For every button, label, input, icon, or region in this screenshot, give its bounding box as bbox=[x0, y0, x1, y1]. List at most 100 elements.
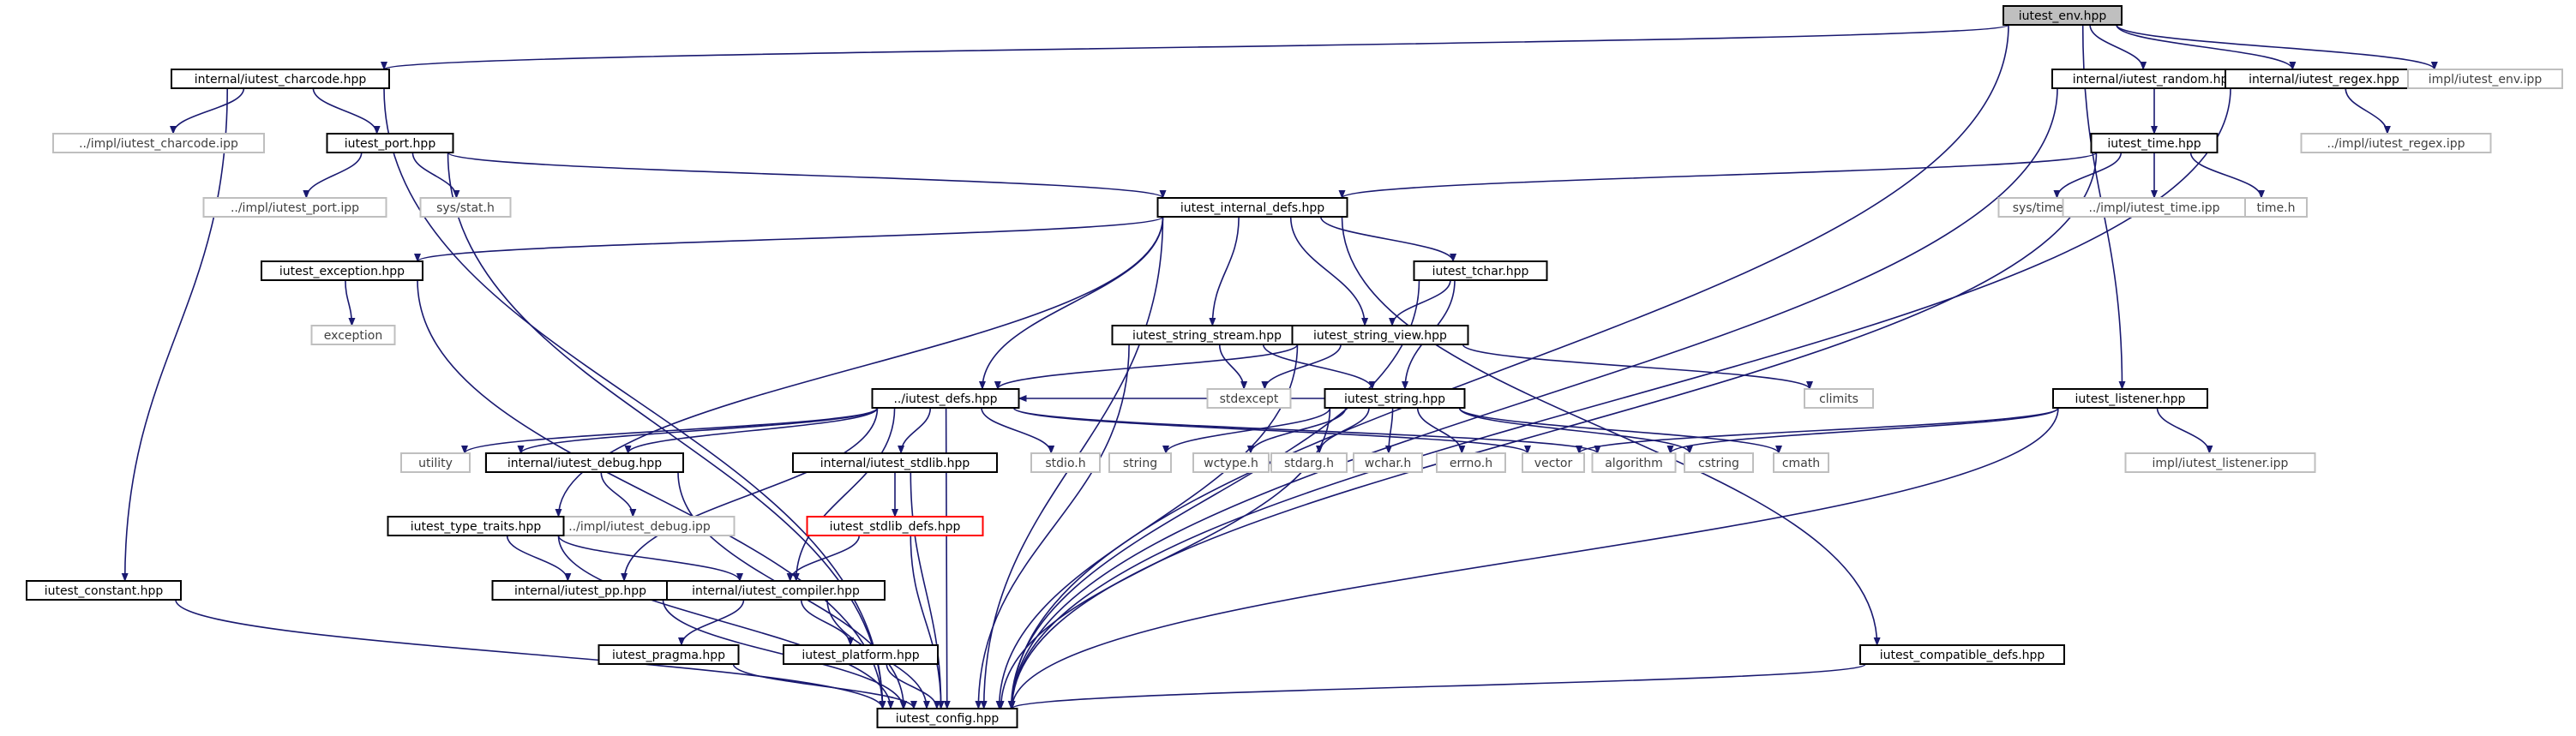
edge-arrow bbox=[170, 87, 245, 135]
node-stdarg-h: stdarg.h bbox=[1270, 452, 1348, 473]
edge-pragma-to-config bbox=[732, 663, 917, 709]
edge-arrow bbox=[1316, 407, 1370, 454]
edge-arrow bbox=[978, 216, 1164, 390]
node-box bbox=[1291, 325, 1469, 345]
edge-tchar-to-string_view bbox=[1389, 279, 1451, 326]
edge-defs-to-utility bbox=[461, 407, 879, 454]
edge-arrow bbox=[994, 344, 1299, 390]
node-internal-iutest-regex-hpp[interactable]: internal/iutest_regex.hpp bbox=[2225, 69, 2423, 89]
edge-listener-to-vector bbox=[1576, 407, 2059, 454]
edge-exception_hpp-to-exception bbox=[345, 279, 356, 326]
node-impl-iutest-charcode-ipp: ../impl/iutest_charcode.ipp bbox=[52, 133, 265, 153]
node-label: exception bbox=[324, 329, 382, 343]
node-iutest-listener-hpp[interactable]: iutest_listener.hpp bbox=[2052, 388, 2208, 409]
node-exception: exception bbox=[310, 325, 396, 345]
edge-arrow bbox=[1008, 24, 2009, 709]
edge-arrow bbox=[2156, 407, 2213, 454]
node-utility: utility bbox=[400, 452, 471, 473]
node-label: sys/stat.h bbox=[436, 201, 495, 215]
edge-arrow bbox=[910, 471, 945, 709]
edge-defs-to-vector bbox=[1012, 407, 1531, 454]
node-label: iutest_internal_defs.hpp bbox=[1180, 201, 1324, 215]
node-iutest-tchar-hpp[interactable]: iutest_tchar.hpp bbox=[1413, 260, 1548, 281]
node-box bbox=[1108, 452, 1172, 473]
edge-port-to-port_ipp bbox=[303, 152, 363, 199]
node-iutest-compatible-defs-hpp[interactable]: iutest_compatible_defs.hpp bbox=[1859, 644, 2065, 665]
node-box bbox=[387, 516, 565, 536]
edge-arrow bbox=[447, 152, 1167, 199]
edge-arrow bbox=[175, 599, 886, 709]
node-label: climits bbox=[1819, 392, 1858, 406]
node-iutest-constant-hpp[interactable]: iutest_constant.hpp bbox=[26, 580, 182, 601]
node-iutest-stdlib-defs-hpp[interactable]: iutest_stdlib_defs.hpp bbox=[806, 516, 984, 536]
node-iutest-defs-hpp[interactable]: ../iutest_defs.hpp bbox=[871, 388, 1020, 409]
node-internal-iutest-compiler-hpp[interactable]: internal/iutest_compiler.hpp bbox=[666, 580, 886, 601]
edge-string_view-to-climits bbox=[1462, 344, 1813, 390]
node-box bbox=[485, 452, 684, 473]
node-internal-iutest-stdlib-hpp[interactable]: internal/iutest_stdlib.hpp bbox=[792, 452, 998, 473]
edge-internal_defs-to-string_stream bbox=[1209, 216, 1240, 326]
node-string: string bbox=[1108, 452, 1172, 473]
node-iutest-env-hpp[interactable]: iutest_env.hpp bbox=[2003, 5, 2123, 26]
node-box bbox=[1192, 452, 1270, 473]
node-internal-iutest-charcode-hpp[interactable]: internal/iutest_charcode.hpp bbox=[171, 69, 390, 89]
node-box bbox=[1804, 388, 1874, 409]
edge-arrow bbox=[1008, 87, 2058, 709]
edge-charcode-to-charcode_ipp bbox=[170, 87, 245, 135]
edge-listener-to-config bbox=[1008, 407, 2059, 709]
node-iutest-string-stream-hpp[interactable]: iutest_string_stream.hpp bbox=[1111, 325, 1303, 345]
node-iutest-port-hpp[interactable]: iutest_port.hpp bbox=[326, 133, 454, 153]
edge-arrow bbox=[1384, 407, 1394, 454]
node-iutest-string-view-hpp[interactable]: iutest_string_view.hpp bbox=[1291, 325, 1469, 345]
edge-string_hpp-to-wctype bbox=[1246, 407, 1347, 454]
edge-string_stream-to-string_hpp bbox=[1262, 344, 1376, 390]
edge-arrow bbox=[981, 407, 1055, 454]
edge-arrow bbox=[1162, 407, 1331, 454]
node-internal-iutest-random-hpp[interactable]: internal/iutest_random.hpp bbox=[2051, 69, 2257, 89]
node-iutest-pragma-hpp[interactable]: iutest_pragma.hpp bbox=[597, 644, 740, 665]
node-box bbox=[1156, 197, 1348, 218]
edge-env-to-config bbox=[1008, 24, 2009, 709]
node-iutest-platform-hpp[interactable]: iutest_platform.hpp bbox=[783, 644, 939, 665]
node-box bbox=[783, 644, 939, 665]
edge-arrow bbox=[414, 216, 1164, 262]
edge-listener-to-algorithm bbox=[1666, 407, 2059, 454]
edge-compatible-to-config bbox=[1008, 663, 1866, 709]
edge-exception_hpp-to-config bbox=[417, 279, 886, 709]
edge-arrow bbox=[975, 344, 1130, 709]
edge-arrow bbox=[506, 535, 572, 582]
node-internal-iutest-pp-hpp[interactable]: internal/iutest_pp.hpp bbox=[491, 580, 670, 601]
node-box bbox=[26, 580, 182, 601]
edge-platform-to-config bbox=[886, 663, 940, 709]
edge-arrow bbox=[2189, 152, 2265, 199]
node-impl-iutest-port-ipp: ../impl/iutest_port.ipp bbox=[202, 197, 387, 218]
node-iutest-internal-defs-hpp[interactable]: iutest_internal_defs.hpp bbox=[1156, 197, 1348, 218]
edge-arrow bbox=[557, 535, 743, 582]
node-iutest-type-traits-hpp[interactable]: iutest_type_traits.hpp bbox=[387, 516, 565, 536]
edge-string_hpp-to-cstring bbox=[1458, 407, 1693, 454]
node-impl-iutest-env-ipp: impl/iutest_env.ipp bbox=[2407, 69, 2563, 89]
edge-arrow bbox=[1341, 216, 1881, 646]
node-label: impl/iutest_env.ipp bbox=[2429, 73, 2543, 87]
edge-string_view-to-stdexcept bbox=[1261, 344, 1342, 390]
node-box bbox=[2124, 452, 2316, 473]
node-box bbox=[310, 325, 396, 345]
node-iutest-time-hpp[interactable]: iutest_time.hpp bbox=[2090, 133, 2219, 153]
node-box bbox=[202, 197, 387, 218]
edge-arrow bbox=[600, 471, 637, 518]
node-label: iutest_string.hpp bbox=[1344, 392, 1445, 406]
node-iutest-string-hpp[interactable]: iutest_string.hpp bbox=[1324, 388, 1466, 409]
node-iutest-exception-hpp[interactable]: iutest_exception.hpp bbox=[261, 260, 423, 281]
edge-string_stream-to-config bbox=[975, 344, 1130, 709]
node-box bbox=[871, 388, 1020, 409]
node-label: stdexcept bbox=[1220, 392, 1279, 406]
edge-arrow bbox=[621, 407, 879, 582]
edge-string_hpp-to-errno bbox=[1416, 407, 1466, 454]
node-iutest-config-hpp[interactable]: iutest_config.hpp bbox=[876, 708, 1018, 728]
node-label: iutest_constant.hpp bbox=[45, 584, 164, 598]
node-stdexcept: stdexcept bbox=[1206, 388, 1292, 409]
node-label: iutest_string_view.hpp bbox=[1313, 329, 1447, 343]
node-label: cstring bbox=[1698, 457, 1739, 470]
node-internal-iutest-debug-hpp[interactable]: internal/iutest_debug.hpp bbox=[485, 452, 684, 473]
